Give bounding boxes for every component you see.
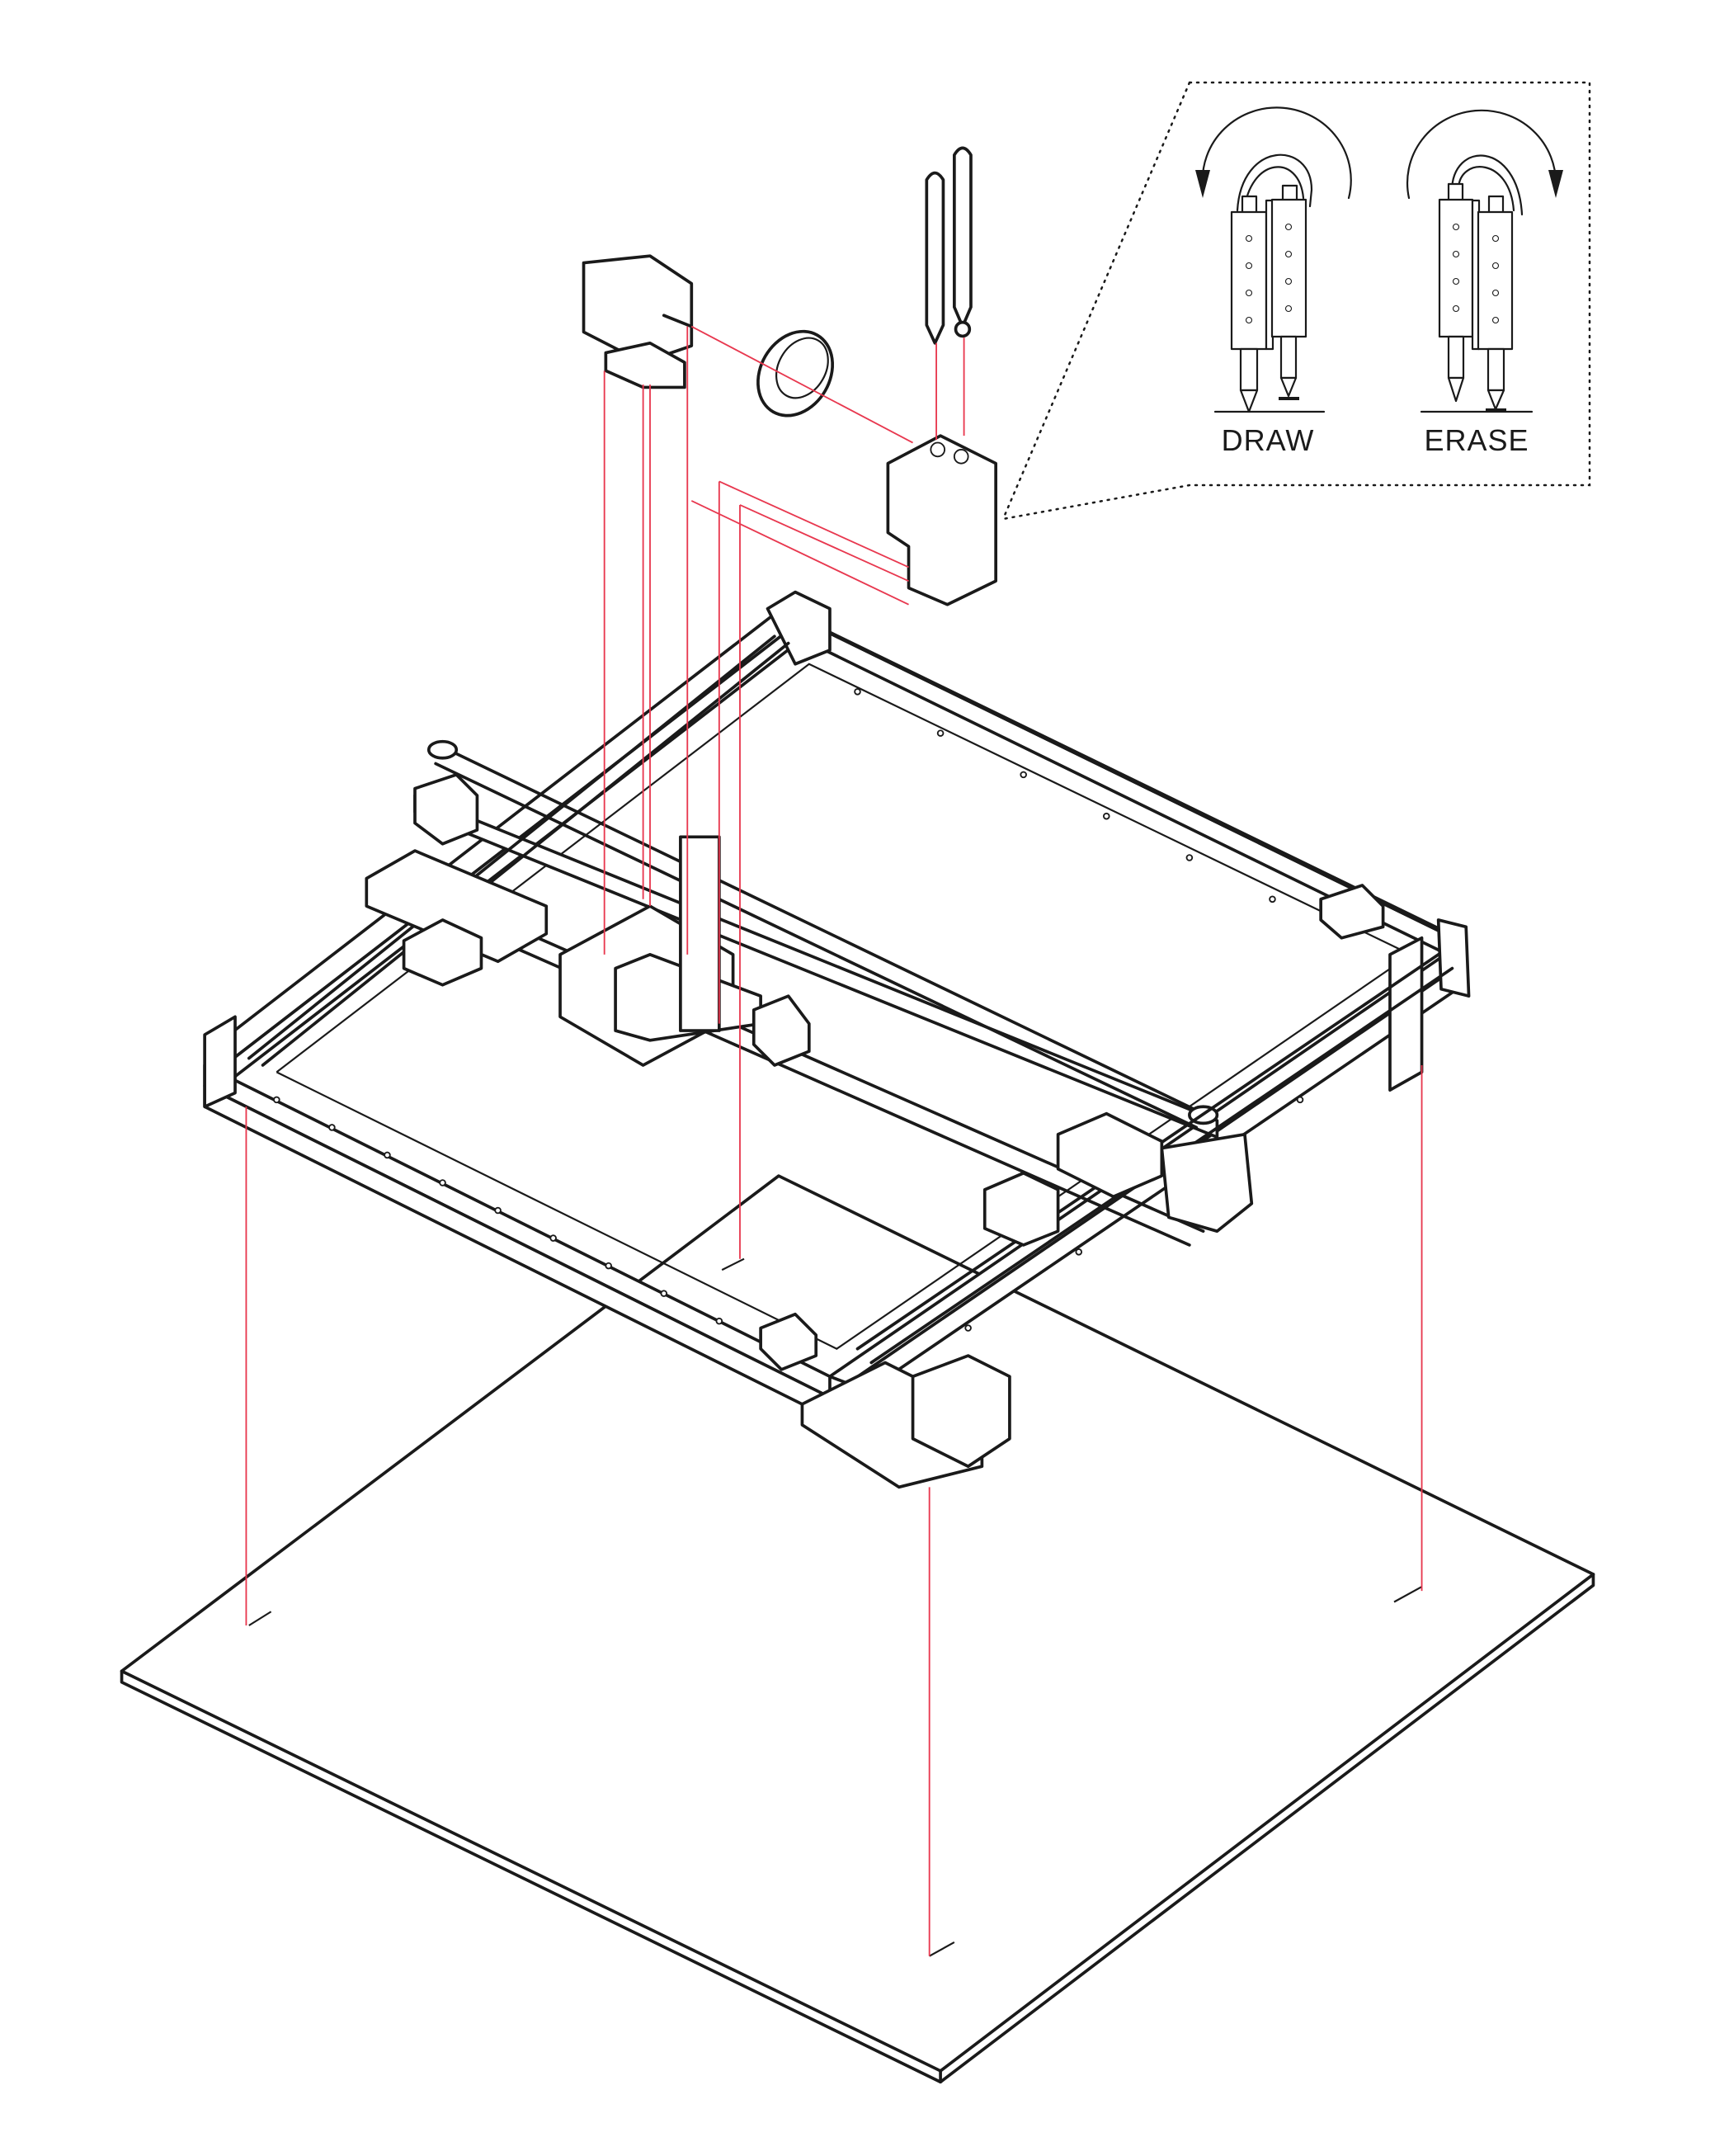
motor-shaft [662, 314, 694, 328]
draw-label: DRAW [1222, 423, 1315, 457]
belt-top [441, 745, 1205, 1116]
base-mark-back [721, 1257, 745, 1271]
assembly-guides [245, 325, 1423, 1956]
corner-bracket-back [766, 590, 832, 666]
base-mark-front [929, 1941, 955, 1957]
erase-mode-figure: ERASE [1406, 109, 1563, 457]
carriage-post [679, 835, 721, 1032]
erase-label: ERASE [1424, 423, 1529, 457]
corner-bracket-right [1388, 936, 1424, 1092]
carriage-left [365, 849, 549, 964]
inset-dotted-border [1001, 81, 1591, 521]
pulley-wheel [756, 329, 835, 418]
exploded-parts [582, 146, 997, 606]
rotate-cw-arrow-icon [1406, 109, 1557, 200]
corner-bracket-left [203, 1015, 237, 1109]
stepper-motor [582, 254, 694, 365]
pen-holder-block [886, 434, 997, 606]
base-mark-left [248, 1611, 272, 1626]
pen-eraser [953, 146, 973, 328]
rotate-ccw-arrow-icon [1201, 106, 1352, 200]
pen-mode-inset: DRAW ERASE [1001, 81, 1591, 521]
draw-mode-figure: DRAW [1195, 106, 1352, 457]
motor-bracket [604, 341, 686, 389]
pulley-left [426, 739, 459, 760]
gantry [247, 635, 1454, 1489]
base-mark-right [1393, 1586, 1423, 1603]
motor-right [1160, 1132, 1254, 1234]
carriage-right [1056, 1111, 1164, 1199]
base-board [120, 1174, 1595, 2084]
pen-marker [925, 171, 945, 345]
motor-front [911, 1354, 1011, 1469]
